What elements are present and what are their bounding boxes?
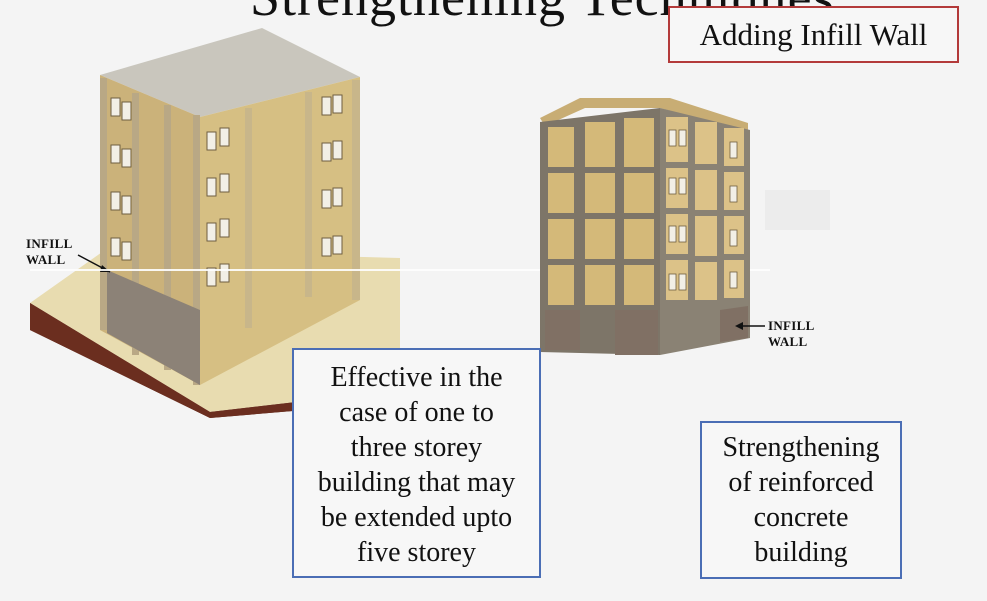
right-infill-wall-b (720, 306, 748, 342)
label-left-line1: INFILL (26, 236, 73, 251)
note-right-line: Strengthening (722, 432, 880, 463)
right-building-model (540, 98, 765, 355)
note-right-line: concrete (753, 502, 849, 533)
infill-wall-label-right: INFILL WALL (768, 318, 815, 350)
label-left-line2: WALL (26, 252, 66, 267)
adding-infill-wall-heading: Adding Infill Wall (668, 6, 959, 63)
right-infill-wall-a (545, 310, 580, 350)
note-left-line: five storey (357, 537, 476, 568)
note-left-line: building that may (317, 467, 516, 498)
note-left-line: Effective in the (330, 362, 503, 393)
label-right-line1: INFILL (768, 318, 815, 333)
note-right-line: of reinforced (728, 467, 874, 498)
left-building-model (30, 28, 400, 418)
left-roof (100, 28, 360, 117)
infill-wall-label-left: INFILL WALL (26, 236, 73, 268)
strengthening-note: Strengthening of reinforced concrete bui… (700, 421, 902, 579)
front-face (200, 77, 360, 385)
note-left-line: case of one to (339, 397, 494, 428)
label-right-line2: WALL (768, 334, 808, 349)
note-left-line: three storey (350, 432, 483, 463)
left-infill-wall (107, 270, 200, 385)
note-left-line: be extended upto (320, 502, 513, 533)
effectiveness-note: Effective in the case of one to three st… (292, 348, 541, 578)
note-right-line: building (754, 537, 848, 568)
